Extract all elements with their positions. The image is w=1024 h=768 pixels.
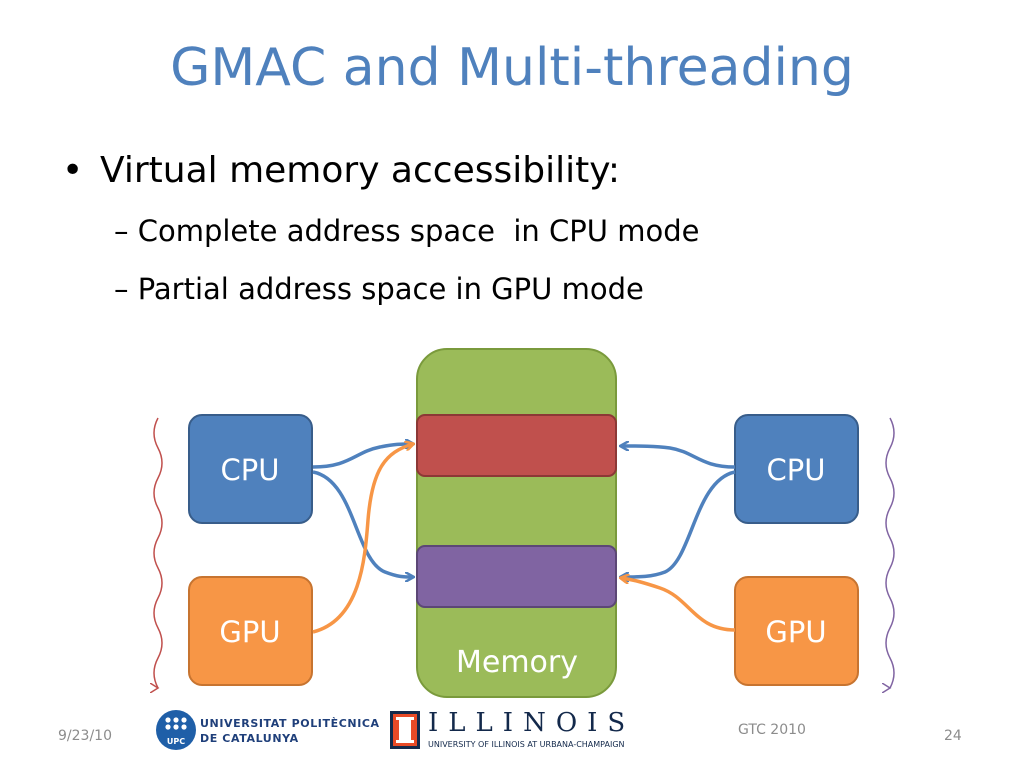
upc-name-line1: UNIVERSITAT POLITÈCNICA bbox=[200, 717, 380, 730]
arrow-left-cpu-to-red bbox=[312, 444, 413, 469]
right-cpu-box bbox=[734, 414, 859, 524]
left-cpu-label: CPU bbox=[221, 453, 280, 487]
left-gpu-box bbox=[188, 576, 313, 686]
footer-page-number: 24 bbox=[944, 728, 962, 744]
upc-badge-text: UPC bbox=[167, 737, 185, 746]
bullet-text: Virtual memory accessibility: bbox=[100, 150, 621, 191]
arrow-right-cpu-to-red bbox=[621, 446, 736, 469]
sub-item-gpu-mode: – Partial address space in GPU mode bbox=[114, 272, 644, 306]
illinois-block-i-logo bbox=[390, 711, 420, 749]
memory-region-purple bbox=[416, 545, 617, 608]
arrow-right-cpu-to-purple bbox=[621, 470, 736, 577]
upc-logo: UPC bbox=[156, 710, 196, 750]
bullet-item: • Virtual memory accessibility: bbox=[62, 150, 620, 191]
arrow-right-gpu-to-purple bbox=[621, 578, 736, 632]
upc-name-line2: DE CATALUNYA bbox=[200, 732, 299, 745]
left-cpu-box bbox=[188, 414, 313, 524]
left-gpu-label: GPU bbox=[219, 615, 280, 649]
memory-label: Memory bbox=[456, 645, 578, 680]
sub-item-text: Complete address space in CPU mode bbox=[137, 214, 700, 248]
footer-date: 9/23/10 bbox=[58, 728, 112, 744]
arrow-left-gpu-to-red bbox=[312, 444, 413, 634]
thread-left-wavy-line bbox=[154, 417, 163, 688]
memory-region-red bbox=[416, 414, 617, 477]
slide-title: GMAC and Multi-threading bbox=[170, 38, 854, 98]
right-cpu-label: CPU bbox=[767, 453, 826, 487]
bullet-dot: • bbox=[62, 150, 84, 191]
illinois-wordmark: ILLINOIS bbox=[428, 708, 636, 738]
illinois-subtitle: UNIVERSITY OF ILLINOIS AT URBANA-CHAMPAI… bbox=[428, 740, 625, 749]
sub-item-text: Partial address space in GPU mode bbox=[137, 272, 644, 306]
upc-university-name: UNIVERSITAT POLITÈCNICA DE CATALUNYA bbox=[200, 716, 380, 746]
thread-right-wavy-line bbox=[885, 417, 894, 688]
footer-conference: GTC 2010 bbox=[738, 722, 806, 738]
arrow-left-cpu-to-purple bbox=[312, 470, 413, 577]
right-gpu-label: GPU bbox=[765, 615, 826, 649]
sub-item-cpu-mode: – Complete address space in CPU mode bbox=[114, 214, 700, 248]
